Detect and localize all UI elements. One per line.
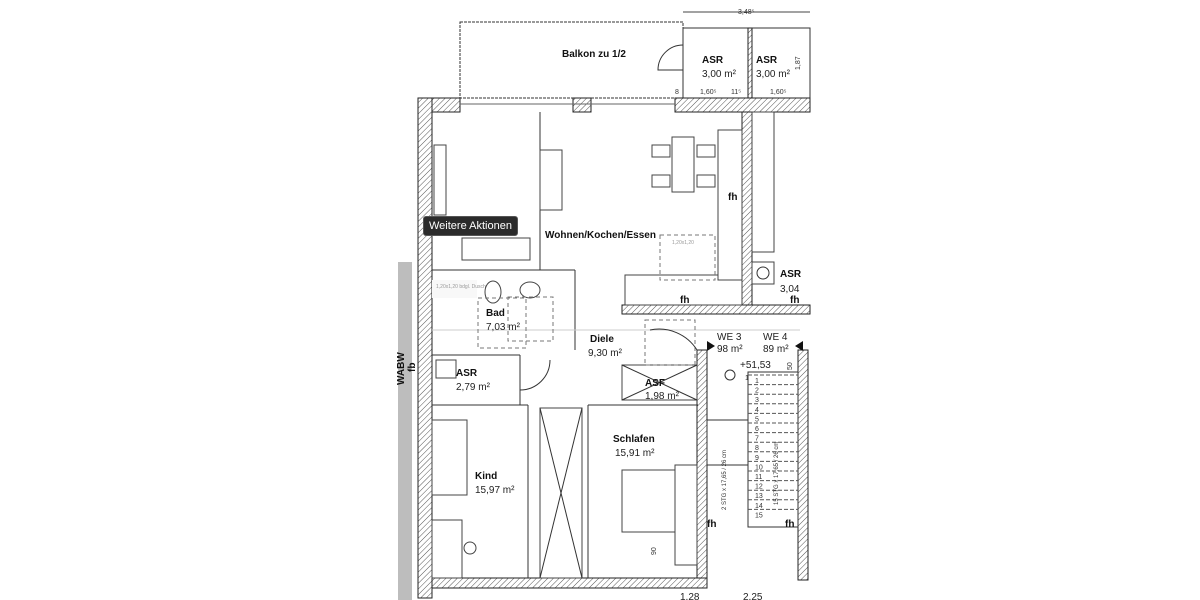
balcony-door [657,44,684,71]
sink [519,281,541,299]
stair-step-number: 4 [755,407,759,414]
asr-top-left-width: 1,60⁵ [700,89,717,96]
turn-box-label: 1,20x1,20 [672,240,694,246]
sofa [461,237,531,261]
asf-area: 1,98 m² [645,391,680,402]
balcony [459,21,684,99]
asf-name: ASF [645,378,665,389]
door [519,359,551,391]
level-marker: +51,53 [740,360,771,371]
stair-step-number: 11 [755,474,762,481]
wall [696,349,708,581]
we3-area: 98 m² [717,344,743,355]
stair-step-number: 2 [755,388,759,395]
toilet [484,280,502,304]
kitchen-counter [717,129,743,281]
stair-left-label: 2 STG x 17,65 / 26 cm [722,450,728,510]
fh-label: fh [728,192,737,203]
sofa [539,149,563,211]
wall-label-wabw: WABW [396,352,407,385]
bad-area: 7,03 m² [486,322,521,333]
bottom-dim-right: 2,25 [743,592,763,600]
asr-top-left-area: 3,00 m² [702,69,737,80]
arrow-right-icon [795,341,803,351]
asr-right-name: ASR [780,269,802,280]
shelf [433,144,447,216]
dim-11: 11⁵ [731,89,741,96]
dim-90: 90 [651,547,658,555]
washing-machine [435,359,457,379]
diele-name: Diele [590,334,614,345]
bad-name: Bad [486,308,505,319]
wall [741,111,753,308]
turn-circle-box [659,234,716,281]
asr-top-left-name: ASR [702,55,724,66]
asr-left-name: ASR [456,368,478,379]
stair-step-number: 5 [755,416,759,423]
asr-top-right-width: 1,60⁵ [770,89,787,96]
asr-right-area: 3,04 [780,284,800,295]
wall [417,97,433,599]
dimension-top: 3,48⁵ [738,9,755,16]
stair-right-label: 15 STG x 17,65 / 26 cm [774,442,780,505]
neighbour-kitchen [751,111,775,253]
neighbour-wall-strip [398,262,412,600]
level-marker-icon [724,369,736,381]
stair-step-number: 7 [755,436,759,443]
arrow-left-icon [707,341,715,351]
diele-area: 9,30 m² [588,348,623,359]
asr-top-right-area: 3,00 m² [756,69,791,80]
bottom-dim-left: 1,28 [680,592,700,600]
fh-label: fh [707,519,716,530]
wall [674,97,811,113]
kind-area: 15,97 m² [475,485,515,496]
fh-label: fh [790,295,799,306]
stair-step-number: 12 [755,484,763,491]
door [649,328,698,351]
dim-50: 50 [787,362,794,370]
washing-machine [751,261,775,285]
wall [572,97,592,113]
stair-step-number: 15 [755,512,763,519]
dim-8: 8 [675,89,679,96]
stair-step-number: 6 [755,426,759,433]
dining-table [671,136,695,193]
stair-step-number: 13 [755,493,763,500]
room-living-name: Wohnen/Kochen/Essen [545,230,656,241]
asr-top-right-height: 1,87 [795,56,802,70]
stair-step-number: 3 [755,397,759,404]
stair-step-number: 14 [755,503,763,510]
wall [431,577,708,589]
svg-text:1: 1 [745,375,749,382]
schlafen-area: 15,91 m² [615,448,655,459]
kind-name: Kind [475,471,497,482]
wall-label-fb: fb [407,363,418,372]
shower-label: 1,20x1,20 bdgl. Dusche [436,284,489,290]
balcony-label: Balkon zu 1/2 [562,49,626,60]
stair-step-number: 9 [755,455,759,462]
stair-step-number: 1 [755,378,759,385]
we4-area: 89 m² [763,344,789,355]
shower [432,280,477,298]
stair-step-number: 10 [755,464,763,471]
we4-name: WE 4 [763,332,788,343]
we3-name: WE 3 [717,332,742,343]
wall [797,349,809,581]
asr-left-area: 2,79 m² [456,382,491,393]
fh-label: fh [680,295,689,306]
desk [431,519,463,579]
kid-bed [431,419,468,496]
schlafen-name: Schlafen [613,434,655,445]
stair-step-number: 8 [755,445,759,452]
fh-label: fh [785,519,794,530]
asr-top-right-name: ASR [756,55,778,66]
wall [747,27,753,99]
more-actions-tooltip[interactable]: Weitere Aktionen [423,216,518,236]
wall [621,304,811,315]
